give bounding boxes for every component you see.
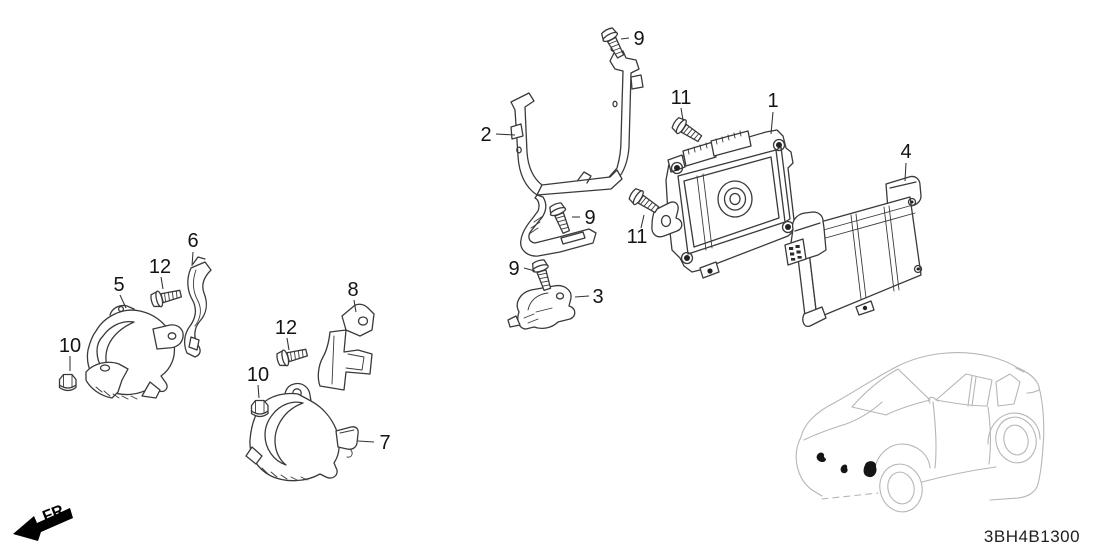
stay-part	[507, 284, 576, 330]
callout-bolt: 9	[584, 207, 595, 229]
horn-high-part	[245, 382, 359, 482]
callout-horn-low: 5	[113, 274, 124, 296]
flange-nut-icon	[250, 399, 269, 418]
front-direction-indicator: FR.	[13, 501, 73, 541]
control-unit-part	[784, 175, 923, 327]
callout-horn-high-bracket: 8	[347, 279, 358, 301]
callout-nut: 10	[59, 335, 81, 357]
callout-control-unit: 4	[900, 141, 911, 163]
callout-bolt: 9	[508, 258, 519, 280]
callout-ecm-bracket: 2	[480, 124, 491, 146]
callout-leader-lines	[69, 37, 907, 443]
part-location-mark	[863, 461, 877, 478]
callout-horn-low-bracket: 6	[187, 230, 198, 252]
callout-ecm: 1	[767, 90, 778, 112]
horn-low-bracket-part	[183, 256, 212, 358]
diagram-code: 3BH4B1300	[984, 527, 1080, 546]
callout-labels: 1 2 3 4 5 6 7 8 9 9 9 10 10 11 11 12 12	[59, 28, 912, 454]
callout-horn-bolt: 12	[275, 317, 297, 339]
callout-stay: 3	[592, 286, 603, 308]
horn-high-bracket-part	[317, 303, 375, 391]
part-location-mark	[816, 452, 826, 463]
ecm-bracket-part	[510, 46, 644, 257]
callout-horn-bolt: 12	[149, 256, 171, 278]
callout-ecm-bolt: 11	[671, 87, 692, 109]
horn-low-part	[85, 304, 184, 400]
part-location-mark	[840, 464, 848, 474]
callout-ecm-bolt: 11	[627, 226, 648, 248]
ecm-bolt-icon	[626, 185, 662, 217]
callout-nut: 10	[247, 364, 269, 386]
callout-bolt: 9	[633, 28, 644, 50]
ecm-part	[651, 129, 796, 279]
front-arrow-icon	[13, 508, 73, 541]
flange-bolt-icon	[546, 200, 575, 236]
horn-bolt-icon	[274, 344, 310, 369]
callout-horn-high: 7	[379, 432, 390, 454]
front-direction-label: FR.	[40, 501, 70, 526]
car-locator-sketch	[795, 352, 1045, 513]
horn-bolt-icon	[148, 285, 184, 310]
flange-nut-icon	[58, 373, 77, 392]
ecm-bolt-icon	[669, 114, 705, 146]
